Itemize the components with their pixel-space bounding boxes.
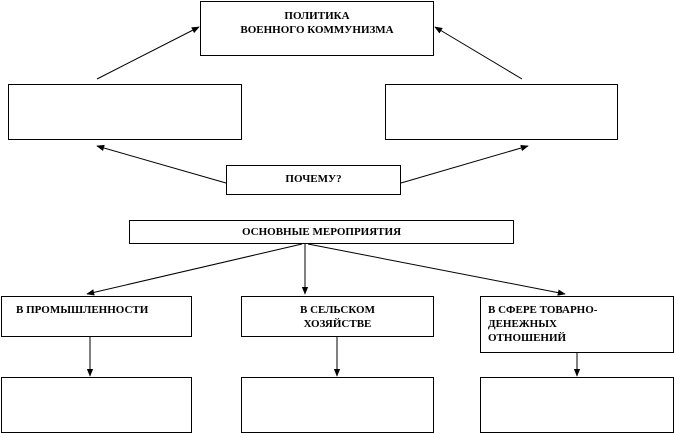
measures-label: ОСНОВНЫЕ МЕРОПРИЯТИЯ — [241, 226, 402, 238]
arrow-why-to-left — [96, 144, 227, 184]
why-label: ПОЧЕМУ? — [285, 173, 342, 185]
arrow-right-to-title — [434, 26, 523, 80]
branch-industry-label: В ПРОМЫШЛЕННОСТИ — [16, 304, 149, 316]
arrow-left-to-title — [96, 26, 200, 80]
branch-industry-box: В ПРОМЫШЛЕННОСТИ — [1, 296, 192, 337]
agriculture-answer-box[interactable] — [241, 377, 434, 433]
title-label: ПОЛИТИКА ВОЕННОГО КОММУНИЗМА — [240, 10, 394, 36]
title-box: ПОЛИТИКА ВОЕННОГО КОММУНИЗМА — [200, 1, 434, 56]
industry-answer-box[interactable] — [1, 377, 192, 433]
why-box: ПОЧЕМУ? — [226, 165, 401, 195]
branch-trade-box: В СФЕРЕ ТОВАРНО- ДЕНЕЖНЫХ ОТНОШЕНИЙ — [480, 296, 674, 353]
branch-trade-label: В СФЕРЕ ТОВАРНО- ДЕНЕЖНЫХ ОТНОШЕНИЙ — [488, 304, 598, 344]
branch-agriculture-box: В СЕЛЬСКОМ ХОЗЯЙСТВЕ — [241, 296, 434, 337]
branch-agriculture-label: В СЕЛЬСКОМ ХОЗЯЙСТВЕ — [299, 304, 375, 330]
left-reason-box[interactable] — [8, 84, 242, 140]
arrow-why-to-right — [400, 144, 529, 184]
arrow-measures-to-trade — [307, 243, 566, 296]
measures-box: ОСНОВНЫЕ МЕРОПРИЯТИЯ — [129, 220, 514, 244]
arrow-measures-to-industry — [86, 243, 303, 296]
trade-answer-box[interactable] — [480, 377, 674, 433]
right-reason-box[interactable] — [385, 84, 618, 140]
